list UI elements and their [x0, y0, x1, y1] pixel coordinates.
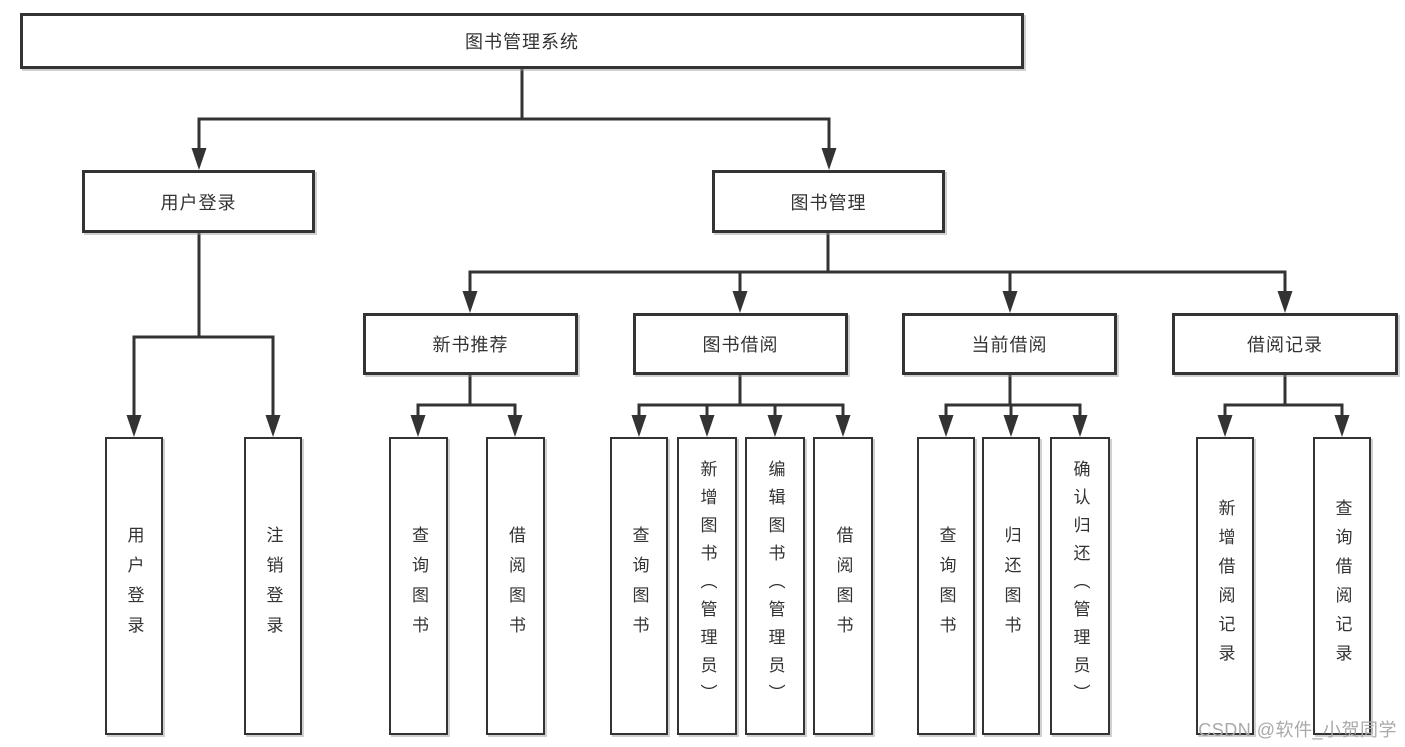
arrowhead-icon [835, 415, 851, 437]
node-book-borrowing: 图书借阅 [633, 313, 848, 375]
leaf-confirm-return-admin-label: 确认归还（管理员） [1070, 460, 1090, 712]
node-book-management-label: 图书管理 [790, 192, 867, 213]
leaf-query-books-borrowing-label: 查询图书 [629, 526, 649, 646]
edge-user-login-to-leaves [132, 233, 275, 418]
leaf-return-books-label: 归还图书 [1001, 526, 1021, 646]
node-borrowing-records-label: 借阅记录 [1247, 335, 1323, 355]
arrowhead-icon [1217, 415, 1233, 437]
leaf-add-books-admin: 新增图书（管理员） [677, 437, 737, 735]
leaf-borrow-books-borrowing-label: 借阅图书 [833, 526, 853, 646]
arrowhead-icon [126, 415, 142, 437]
edge-current-to-leaves [944, 375, 1082, 420]
arrowhead-icon [191, 148, 207, 170]
node-current-borrowing: 当前借阅 [902, 313, 1117, 375]
node-current-borrowing-label: 当前借阅 [971, 335, 1048, 355]
edge-borrowing-to-leaves [637, 375, 845, 420]
leaf-add-borrow-record: 新增借阅记录 [1196, 437, 1254, 735]
arrowhead-icon [507, 415, 523, 437]
leaf-query-books-borrowing: 查询图书 [610, 437, 668, 735]
leaf-query-books-recommend: 查询图书 [389, 437, 448, 735]
node-user-login-label: 用户登录 [160, 192, 237, 213]
arrowhead-icon [1334, 415, 1350, 437]
leaf-edit-books-admin-label: 编辑图书（管理员） [765, 460, 785, 712]
arrowhead-icon [631, 415, 647, 437]
leaf-query-books-recommend-label: 查询图书 [409, 526, 428, 646]
node-root-label: 图书管理系统 [465, 32, 579, 52]
node-new-book-recommend: 新书推荐 [363, 313, 578, 375]
edge-recommend-to-leaves [416, 375, 517, 420]
leaf-add-books-admin-label: 新增图书（管理员） [697, 460, 717, 712]
edge-book-management-to-level3 [468, 233, 1287, 294]
leaf-borrow-books-recommend: 借阅图书 [486, 437, 545, 735]
leaf-add-borrow-record-label: 新增借阅记录 [1215, 499, 1235, 673]
leaf-confirm-return-admin: 确认归还（管理员） [1050, 437, 1110, 735]
leaf-return-books: 归还图书 [982, 437, 1040, 735]
node-book-borrowing-label: 图书借阅 [702, 335, 779, 355]
leaf-borrow-books-borrowing: 借阅图书 [813, 437, 873, 735]
leaf-query-borrow-record: 查询借阅记录 [1313, 437, 1371, 735]
arrowhead-icon [410, 415, 426, 437]
edge-root-to-level2 [197, 69, 831, 151]
arrowheads [126, 148, 1350, 437]
arrowhead-icon [1072, 415, 1088, 437]
arrowhead-icon [462, 291, 478, 313]
arrowhead-icon [767, 415, 783, 437]
leaf-edit-books-admin: 编辑图书（管理员） [745, 437, 805, 735]
node-borrowing-records: 借阅记录 [1172, 313, 1398, 375]
arrowhead-icon [1003, 415, 1019, 437]
leaf-query-books-current: 查询图书 [917, 437, 975, 735]
node-root: 图书管理系统 [20, 13, 1024, 69]
node-new-book-recommend-label: 新书推荐 [432, 335, 509, 355]
leaf-query-borrow-record-label: 查询借阅记录 [1332, 499, 1352, 673]
leaf-user-login: 用户登录 [105, 437, 163, 735]
leaf-query-books-current-label: 查询图书 [936, 526, 956, 646]
arrowhead-icon [265, 415, 281, 437]
arrowhead-icon [732, 291, 748, 313]
edge-records-to-leaves [1223, 375, 1344, 420]
leaf-user-login-label: 用户登录 [124, 526, 144, 646]
arrowhead-icon [1277, 291, 1293, 313]
leaf-logout: 注销登录 [244, 437, 302, 735]
node-book-management: 图书管理 [712, 170, 945, 233]
leaf-logout-label: 注销登录 [263, 526, 283, 646]
node-user-login: 用户登录 [82, 170, 315, 233]
leaf-borrow-books-recommend-label: 借阅图书 [506, 526, 525, 646]
arrowhead-icon [821, 148, 837, 170]
arrowhead-icon [938, 415, 954, 437]
arrowhead-icon [699, 415, 715, 437]
arrowhead-icon [1002, 291, 1018, 313]
